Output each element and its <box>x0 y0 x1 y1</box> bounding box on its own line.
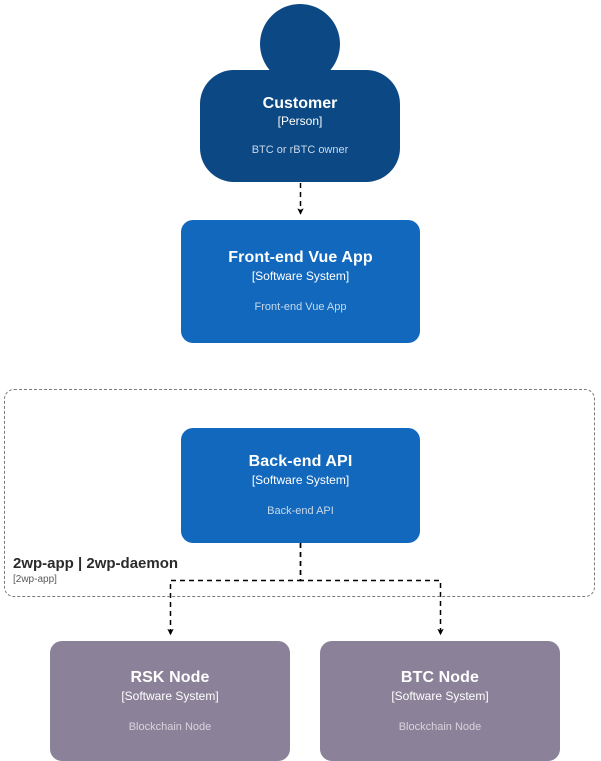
node-rsk-node[interactable]: RSK Node [Software System] Blockchain No… <box>50 641 290 761</box>
customer-type: [Person] <box>277 114 323 128</box>
rsk-node-title: RSK Node <box>130 668 210 686</box>
btc-node-type: [Software System] <box>391 688 489 703</box>
rsk-node-description: Blockchain Node <box>128 720 212 733</box>
node-btc-node[interactable]: BTC Node [Software System] Blockchain No… <box>320 641 560 761</box>
backend-title: Back-end API <box>248 453 353 470</box>
boundary-type: [2wp-app] <box>13 573 57 585</box>
rsk-node-type: [Software System] <box>121 688 219 703</box>
customer-title: Customer <box>262 95 338 112</box>
frontend-type: [Software System] <box>251 269 350 283</box>
customer-description: BTC or rBTC owner <box>251 144 349 156</box>
frontend-description: Front-end Vue App <box>254 301 347 313</box>
boundary-label: 2wp-app | 2wp-daemon [2wp-app] <box>13 556 293 585</box>
node-frontend-vue-app[interactable]: Front-end Vue App [Software System] Fron… <box>181 220 420 343</box>
backend-type: [Software System] <box>251 473 350 487</box>
btc-node-title: BTC Node <box>400 668 480 686</box>
btc-node-description: Blockchain Node <box>398 720 482 733</box>
boundary-title: 2wp-app | 2wp-daemon <box>13 555 179 572</box>
node-backend-api[interactable]: Back-end API [Software System] Back-end … <box>181 428 420 543</box>
boundary-2wp-app <box>4 389 595 597</box>
backend-description: Back-end API <box>267 505 334 517</box>
node-customer[interactable]: Customer [Person] BTC or rBTC owner <box>200 70 400 182</box>
frontend-title: Front-end Vue App <box>228 249 373 266</box>
